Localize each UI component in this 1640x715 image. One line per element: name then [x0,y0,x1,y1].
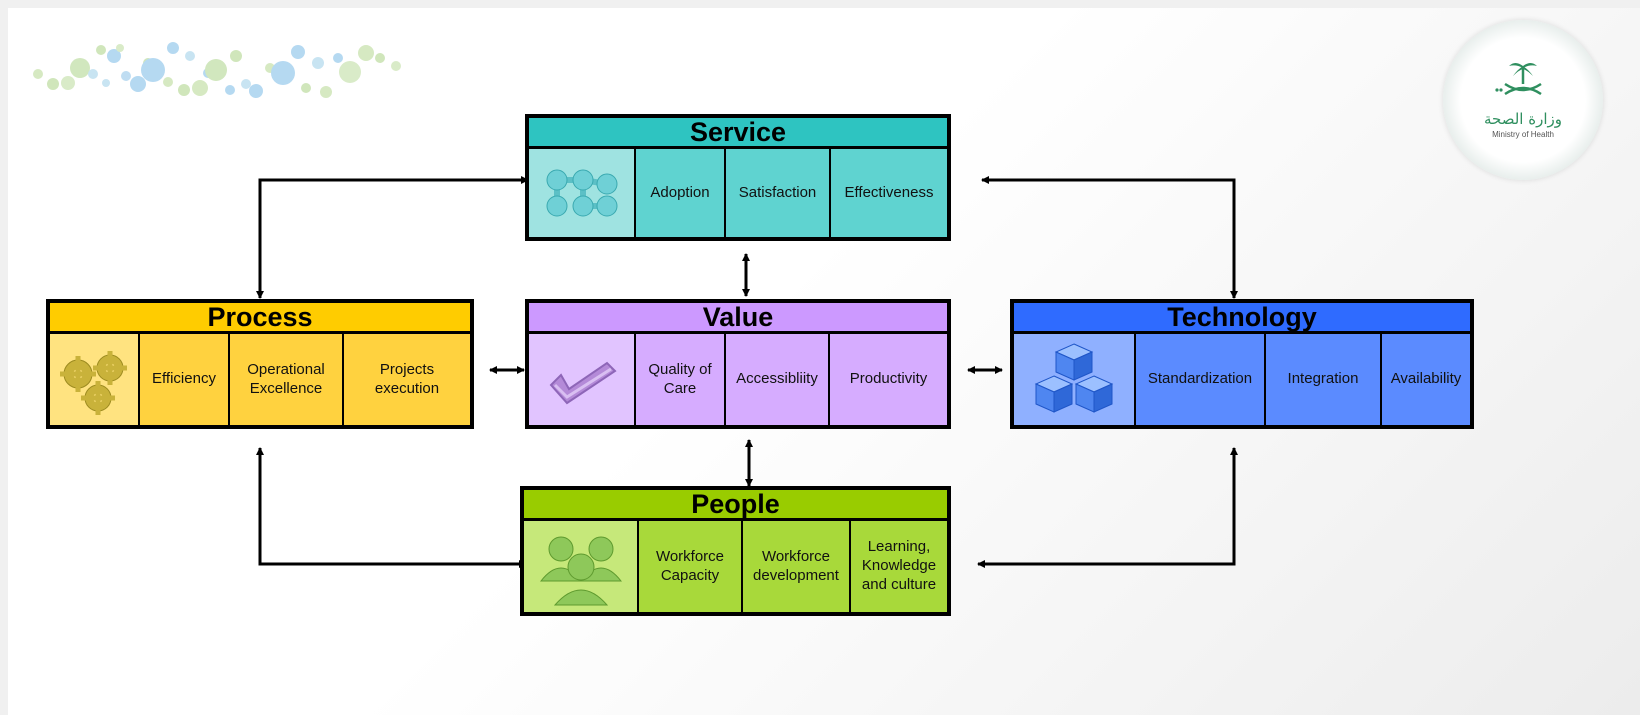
technology-block: Technology Standar [1010,299,1474,429]
value-block: Value Quality of Care Accessibliity Prod… [525,299,951,429]
people-title: People [524,489,947,521]
checkmark-icon [529,334,636,425]
service-item-satisfaction: Satisfaction [726,149,831,237]
process-item-projects-execution: Projects execution [344,334,470,425]
people-item-learning-knowledge-culture: Learning, Knowledge and culture [851,521,947,612]
moh-palm-emblem-icon [1495,63,1542,96]
arrow-people-technology [977,447,1238,568]
arrow-process-service [256,176,529,299]
molecule-icon [529,149,636,237]
arrow-process-people [256,447,527,568]
ministry-of-health-logo: وزارة الصحة Ministry of Health [1443,20,1603,180]
service-title: Service [529,117,947,149]
service-item-adoption: Adoption [636,149,726,237]
bubble-dots-decoration [33,42,401,98]
process-item-operational-excellence: Operational Excellence [230,334,344,425]
gears-icon [50,334,140,425]
value-item-accessibility: Accessibliity [726,334,830,425]
connector-arrows [256,176,1238,568]
process-title: Process [50,302,470,334]
cubes-icon [1014,334,1136,425]
process-item-efficiency: Efficiency [140,334,230,425]
arrow-service-technology [981,176,1238,299]
process-block: Process Efficiency O [46,299,474,429]
service-item-effectiveness: Effectiveness [831,149,947,237]
value-item-quality-of-care: Quality of Care [636,334,726,425]
value-item-productivity: Productivity [830,334,947,425]
people-block: People Workforce Capacity Workforce deve… [520,486,951,616]
service-block: Service Adoption Satisfaction Effect [525,114,951,241]
technology-item-availability: Availability [1382,334,1470,425]
slide: وزارة الصحة Ministry of Health [8,8,1640,715]
people-item-workforce-development: Workforce development [743,521,851,612]
technology-item-standardization: Standardization [1136,334,1266,425]
technology-title: Technology [1014,302,1470,334]
people-item-workforce-capacity: Workforce Capacity [639,521,743,612]
logo-english-text: Ministry of Health [1492,130,1554,139]
logo-arabic-text: وزارة الصحة [1484,110,1562,128]
technology-item-integration: Integration [1266,334,1382,425]
value-title: Value [529,302,947,334]
people-group-icon [524,521,639,612]
